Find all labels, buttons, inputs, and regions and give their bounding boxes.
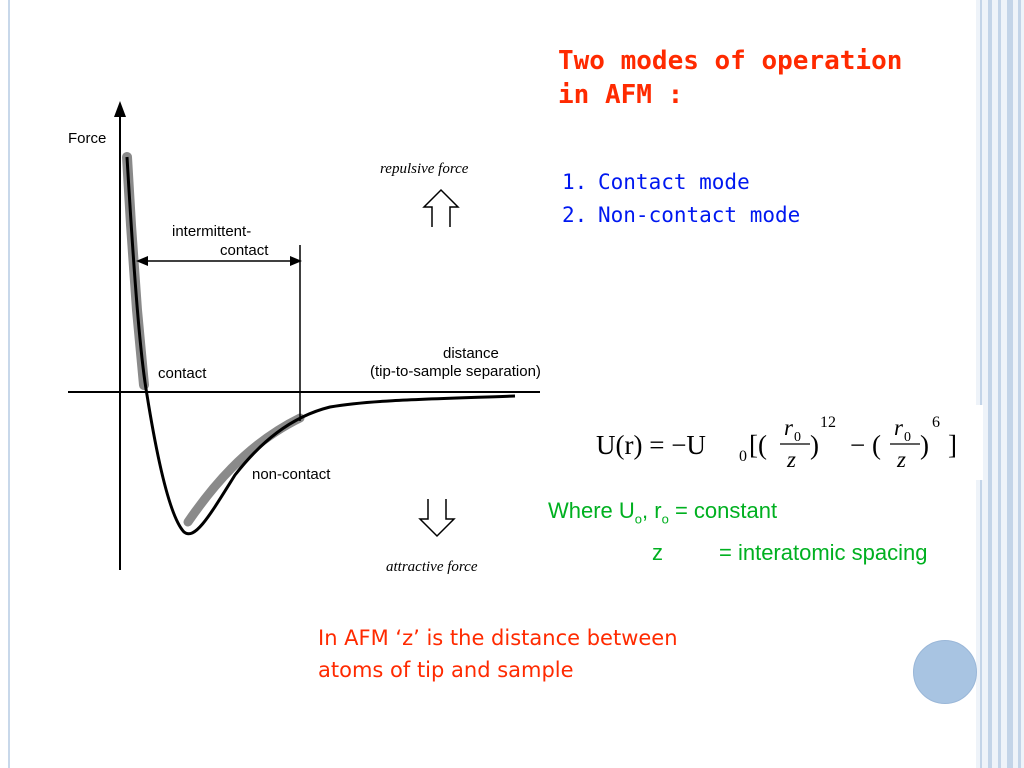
bracket-arrow-right <box>290 256 302 266</box>
force-curve <box>125 156 516 536</box>
spacing-row: z= interatomic spacing <box>652 540 928 566</box>
modes-list: 1. Contact mode 2. Non-contact mode <box>562 166 800 232</box>
left-border-line <box>8 0 10 768</box>
constants-row: Where Uo, ro = constant <box>548 498 778 527</box>
intermittent-label-1: intermittent- <box>172 223 251 240</box>
fraction2-numerator-sub: 0 <box>904 430 911 445</box>
exponent-6: 6 <box>932 414 940 431</box>
exponent-12: 12 <box>820 414 836 431</box>
equation-close-bracket: ] <box>948 430 957 460</box>
fraction1-numerator-sub: 0 <box>794 430 801 445</box>
bracket-arrow-left <box>136 256 148 266</box>
mode-item-contact: 1. Contact mode <box>562 166 800 199</box>
equation-lhs: U(r) = −U <box>596 430 706 460</box>
lennard-jones-equation: U(r) = −U 0 [( r 0 z ) 12 − ( r 0 z ) 6 … <box>588 405 983 480</box>
title-line-2: in AFM : <box>558 80 684 110</box>
distance-label-1: distance <box>443 345 499 362</box>
attractive-label: attractive force <box>386 559 478 575</box>
attractive-arrow-icon <box>418 499 456 538</box>
title-line-1: Two modes of operation <box>558 46 903 76</box>
fraction2-denominator: z <box>896 447 906 472</box>
right-decorative-bars <box>976 0 1024 768</box>
bottom-note-line-2: atoms of tip and sample <box>318 658 574 682</box>
fraction1-close-paren: ) <box>810 430 819 460</box>
y-axis-label: Force <box>68 130 106 147</box>
equation-minus: − ( <box>850 430 881 460</box>
mode-number: 1. <box>562 170 588 194</box>
fraction2-close-paren: ) <box>920 430 929 460</box>
mode-label: Non-contact mode <box>598 203 801 227</box>
intermittent-label-2: contact <box>220 242 269 259</box>
distance-label-2: (tip-to-sample separation) <box>370 363 540 380</box>
bottom-note: In AFM ‘z’ is the distance between atoms… <box>318 622 818 686</box>
fraction1-denominator: z <box>786 447 796 472</box>
slide-title: Two modes of operation in AFM : <box>558 44 978 112</box>
equation-u0-subscript: 0 <box>739 448 747 465</box>
mode-item-noncontact: 2. Non-contact mode <box>562 199 800 232</box>
fraction1-numerator: r <box>784 415 794 440</box>
repulsive-arrow-icon <box>422 188 460 227</box>
y-axis-arrow <box>114 101 126 117</box>
fraction2-numerator: r <box>894 415 904 440</box>
contact-label: contact <box>158 365 207 382</box>
bottom-note-line-1: In AFM ‘z’ is the distance between <box>318 626 678 650</box>
decorative-circle <box>913 640 977 704</box>
repulsive-label: repulsive force <box>380 161 469 177</box>
noncontact-label: non-contact <box>252 466 331 483</box>
equation-open-bracket: [( <box>749 430 767 460</box>
mode-label: Contact mode <box>598 170 750 194</box>
mode-number: 2. <box>562 203 588 227</box>
force-distance-diagram: Force intermittent- contact contact dist… <box>68 101 540 575</box>
constants-explanation: Where Uo, ro = constant z= interatomic s… <box>548 494 928 570</box>
